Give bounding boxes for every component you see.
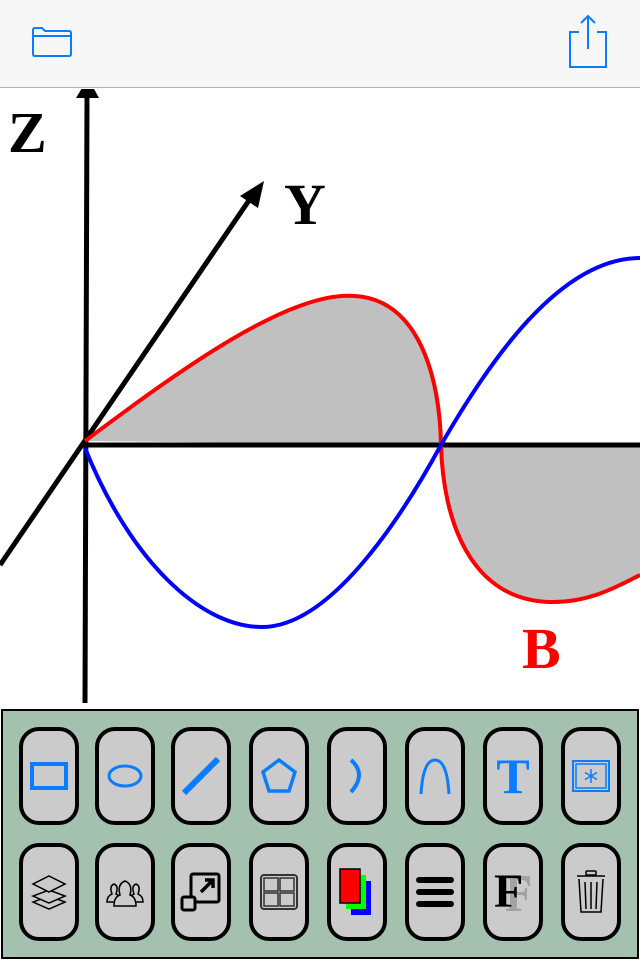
curve-icon [419,758,451,795]
share-icon [569,14,607,68]
blue-curve[interactable] [83,256,640,630]
delete-tool[interactable] [561,843,621,941]
polygon-tool[interactable] [249,727,309,825]
tool-palette: T F [1,709,639,959]
open-folder-button[interactable] [30,14,74,70]
rectangle-tool[interactable] [19,727,79,825]
group-tool[interactable] [95,843,155,941]
z-axis-arrow [76,89,99,98]
menu-lines-icon [416,877,454,907]
image-tool[interactable] [561,727,621,825]
grid-tool[interactable] [249,843,309,941]
drawing-canvas[interactable]: Z Y B [0,89,640,709]
curve-b-label: B [522,616,561,681]
curve-tool[interactable] [405,727,465,825]
resize-tool[interactable] [171,843,231,941]
color-tool[interactable] [327,843,387,941]
trash-icon [577,870,605,913]
arc-icon [349,758,361,794]
font-glyph: F [494,865,524,918]
y-axis [0,194,255,567]
font-tool[interactable]: F [483,843,543,941]
y-axis-label: Y [284,172,326,237]
ellipse-tool[interactable] [95,727,155,825]
navigation-bar [0,0,640,88]
line-tool[interactable] [171,727,231,825]
share-button[interactable] [566,14,610,70]
text-icon: T [496,748,530,804]
z-axis-label: Z [8,100,47,165]
group-icon [106,880,144,907]
pentagon-icon [260,757,298,793]
layers-icon [31,875,67,910]
y-axis-arrow [240,181,264,208]
rectangle-icon [30,762,68,790]
font-shadow-shape [506,876,530,911]
gray-fill-lower [441,445,640,603]
z-axis [82,94,90,704]
text-tool[interactable]: T [483,727,543,825]
resize-icon [180,872,221,912]
layers-tool[interactable] [19,843,79,941]
ellipse-icon [107,764,143,788]
font-icon: F [494,868,532,916]
arc-tool[interactable] [327,727,387,825]
line-weight-tool[interactable] [405,843,465,941]
snowflake-icon [584,769,598,783]
folder-icon [32,27,72,57]
grid-icon [260,874,298,910]
color-layers-icon [339,868,371,915]
red-curve[interactable] [83,293,640,605]
gray-fill-upper [85,295,441,445]
line-icon [181,756,221,796]
image-frame-icon [572,760,610,792]
